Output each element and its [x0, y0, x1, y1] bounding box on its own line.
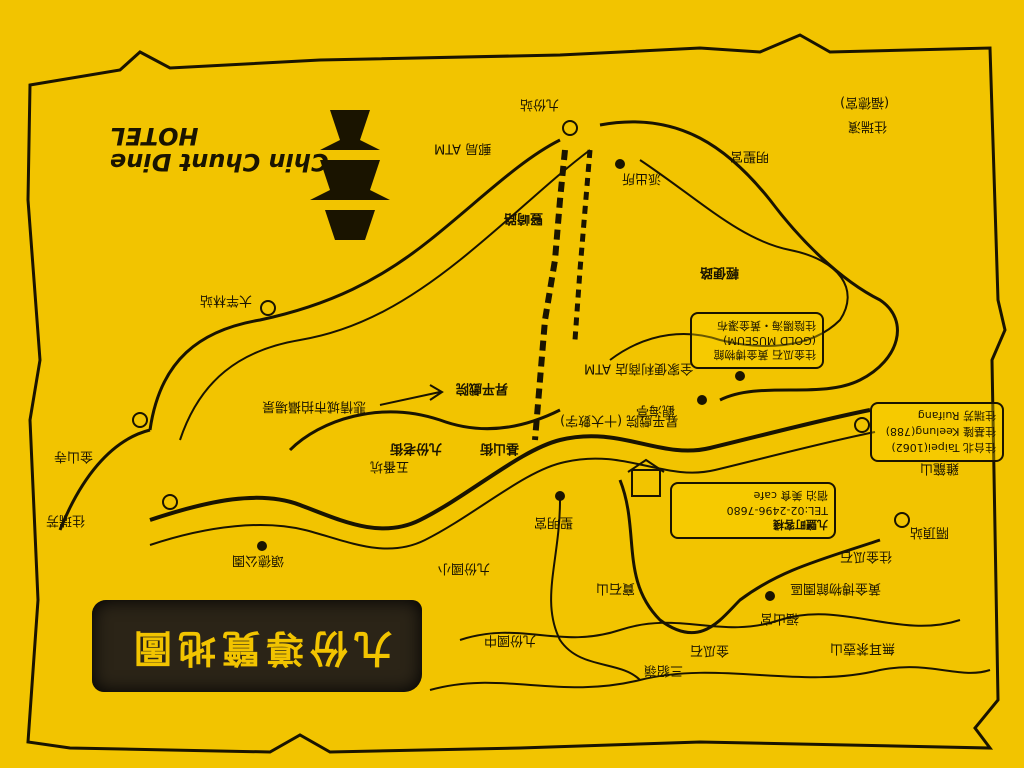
museum-line2: (GOLD MUSEUM) — [723, 334, 816, 347]
label-fushan: 福山宮 — [760, 610, 800, 626]
map-title: 九份導覽地圖 — [128, 626, 393, 670]
hotel-name-line2: HOTEL — [110, 121, 199, 150]
label-jiufen-old: 九份老街 — [390, 440, 443, 456]
transport-line2: 往基隆 Keelung(788) — [885, 425, 996, 438]
bus-stop-marker — [562, 120, 578, 136]
museum-line1: 往金瓜石 黃金博物館 — [713, 348, 817, 361]
label-road-qingbian: 輕便路 — [700, 264, 740, 280]
label-police: 派出所 — [622, 170, 662, 186]
label-jinshan: 金山寺 — [54, 448, 94, 464]
bus-stop-marker — [260, 300, 276, 316]
museum-box: 往金瓜石 黃金博物館 (GOLD MUSEUM) 往陰陽海・黃金瀑布 — [690, 312, 824, 369]
road-main-inner — [149, 431, 876, 550]
label-sanlong: 三貂嶺 — [644, 662, 684, 678]
hotel-info-name: 九鹽町客棧 — [773, 518, 828, 531]
label-jiufen-school: 九份國小 — [438, 560, 491, 576]
pagoda-logo — [310, 110, 390, 240]
road-stairs-2 — [572, 149, 593, 341]
road-main — [149, 408, 871, 531]
bus-stop-marker — [132, 412, 148, 428]
title-sign — [92, 600, 422, 692]
label-jiufen-bus: 隔頂站 — [910, 524, 950, 540]
label-gold-museum: 黃金博物館園區 — [790, 580, 882, 596]
label-baoshi: 寶石山 — [596, 580, 636, 596]
label-arrow-text: 悲情城市拍攝場景 — [262, 398, 367, 414]
label-atm-top: 郵局 ATM — [434, 140, 492, 156]
label-wudao: 五番坑 — [370, 458, 410, 474]
road-light-rail — [609, 159, 849, 361]
poi-dot — [697, 395, 707, 405]
museum-line3: 往陰陽海・黃金瀑布 — [717, 319, 816, 332]
hotel-name-line1: Chin Chunt Dine — [110, 147, 329, 176]
hotel-info-services: 宿泊 美食 cafe — [753, 489, 828, 502]
road-north — [148, 138, 561, 431]
label-sanhe: 豎崎路 — [504, 210, 544, 226]
road-stairs — [532, 149, 568, 441]
scene-arrow — [379, 384, 444, 406]
label-jishan: 基山街 — [480, 440, 520, 456]
poi-dot — [257, 541, 267, 551]
label-shengping: 昇平戲院 — [456, 380, 509, 396]
poi-dot — [735, 371, 745, 381]
road-south — [618, 479, 881, 635]
transport-line1: 往台北 Taipei(1062) — [891, 441, 996, 454]
label-arrow-text2: 昇平戲院 (十大數字) — [560, 412, 679, 428]
bus-stop-marker — [894, 512, 910, 528]
transport-box: 往台北 Taipei(1062) 往基隆 Keelung(788) 往瑞芳 Ru… — [870, 402, 1004, 462]
bus-stop-marker — [162, 494, 178, 510]
mountains — [429, 613, 991, 691]
label-bus-right: 往瑞濱 — [848, 118, 888, 134]
label-daxin: 大竿林站 — [200, 292, 253, 308]
bus-stop-marker — [854, 417, 870, 433]
hotel-building-icon — [631, 469, 661, 497]
label-wuer: 無耳茶壺山 — [830, 640, 896, 656]
label-temple-top: (福德宮) — [840, 94, 890, 110]
label-jinshi: 金瓜石 — [690, 642, 730, 658]
label-chuanfu: 往金瓜石 — [840, 548, 893, 564]
label-jilong-mt: 雞籠山 — [920, 460, 960, 476]
transport-line3: 往瑞芳 Ruifang — [917, 409, 996, 422]
poi-dot — [615, 159, 625, 169]
label-mingsheng: 明聖宮 — [730, 148, 770, 164]
label-ruifang-bus: 往瑞芳 — [46, 512, 86, 528]
map-border — [26, 33, 1007, 754]
road-south-2 — [550, 499, 641, 681]
hotel-roof — [627, 458, 665, 473]
poi-dot — [765, 591, 775, 601]
hotel-info-tel: TEL:02-2496-7680 — [726, 504, 828, 517]
label-shengming: 聖明宮 — [534, 514, 574, 530]
road-east — [599, 120, 899, 402]
label-shulian: 頌德公園 — [232, 552, 285, 568]
label-bus-stop-top: 九份站 — [520, 96, 560, 112]
hotel-name: Chin Chunt Dine HOTEL — [110, 121, 329, 176]
hotel-info-box: 九鹽町客棧 TEL:02-2496-7680 宿泊 美食 cafe — [670, 482, 836, 539]
road-north-2 — [179, 149, 591, 441]
road-west — [58, 408, 561, 531]
poi-dot — [555, 491, 565, 501]
label-jiufen-center: 九份國中 — [484, 632, 537, 648]
label-atm-mid: 全家便利商店 ATM — [584, 360, 694, 376]
